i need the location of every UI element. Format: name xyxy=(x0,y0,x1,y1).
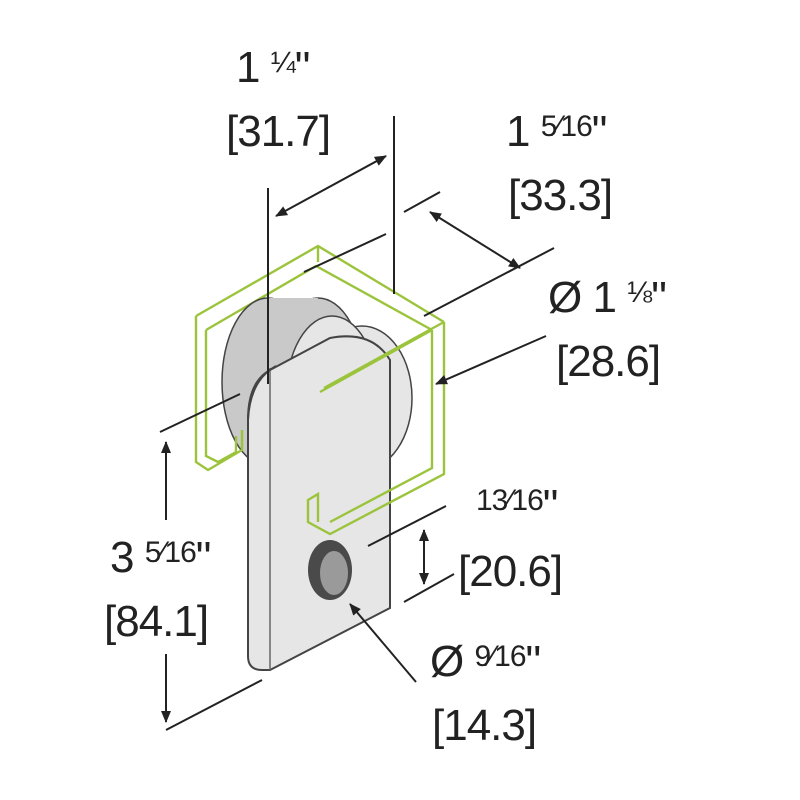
dim-width-metric: [31.7] xyxy=(226,107,330,156)
dim-hole-diameter-imperial: Ø 9⁄16" xyxy=(430,637,540,686)
depth-dimension-line xyxy=(429,211,521,269)
dim-hole-diameter: Ø 9⁄16" [14.3] xyxy=(430,637,541,750)
roller-diameter-leader xyxy=(435,335,547,385)
dim-width-imperial: 1 ¼" xyxy=(236,43,309,92)
dim-height-metric: [84.1] xyxy=(104,597,208,646)
dimension-lines xyxy=(161,155,547,723)
dim-hole-diameter-metric: [14.3] xyxy=(432,701,536,750)
dim-roller-metric: [28.6] xyxy=(556,337,660,386)
dim-height-imperial: 3 5⁄16" xyxy=(110,533,210,582)
dim-hole-offset-metric: [20.6] xyxy=(458,547,562,596)
dim-hole-offset-imperial: 13⁄16" xyxy=(476,481,557,530)
extension-lines xyxy=(159,116,555,731)
width-dimension-line xyxy=(275,155,387,217)
dim-width: 1 ¼" [31.7] xyxy=(226,43,331,156)
hole-diameter-leader xyxy=(349,603,417,683)
dim-roller-imperial: Ø 1 ⅛" xyxy=(548,273,666,322)
strut-channel-front xyxy=(194,316,446,536)
dim-depth-metric: [33.3] xyxy=(508,171,612,220)
dim-overall-height: 3 5⁄16" [84.1] xyxy=(104,533,211,646)
dim-depth-imperial: 1 5⁄16" xyxy=(506,107,606,156)
dim-roller-diameter: Ø 1 ⅛" [28.6] xyxy=(548,273,667,386)
dim-depth: 1 5⁄16" [33.3] xyxy=(506,107,613,220)
dim-hole-offset: 13⁄16" [20.6] xyxy=(458,481,563,596)
